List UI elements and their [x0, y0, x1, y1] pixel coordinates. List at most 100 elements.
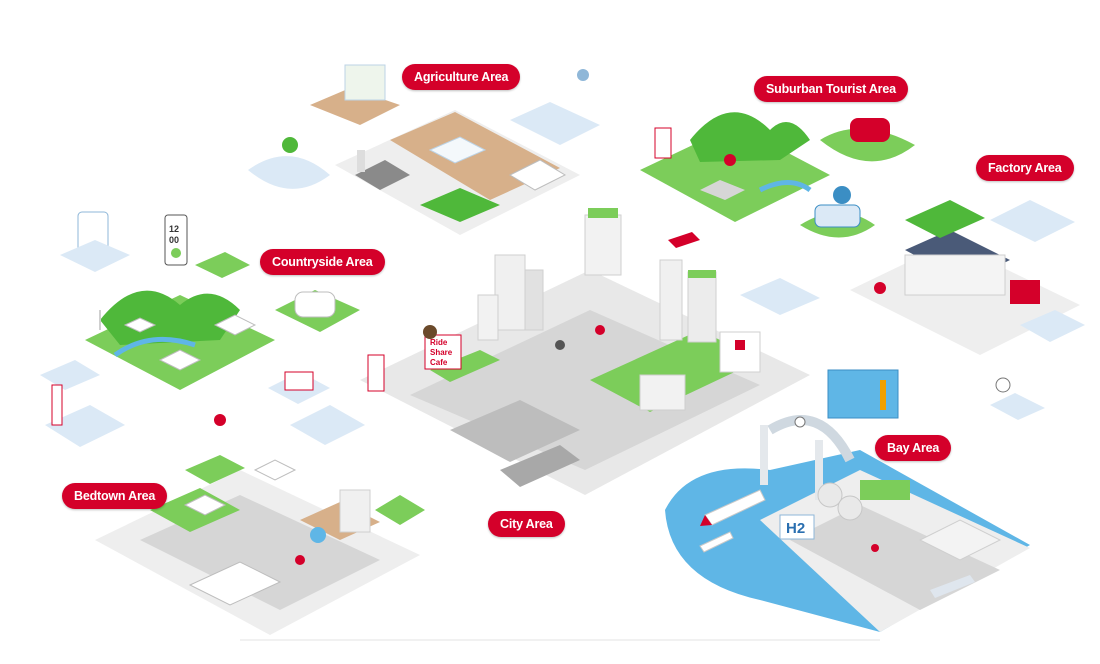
- label-suburban-tourist-area: Suburban Tourist Area: [754, 76, 908, 102]
- vertical-farm: [344, 64, 386, 101]
- kiosk-leaf-icon: [171, 248, 181, 258]
- label-bedtown-area: Bedtown Area: [62, 483, 168, 509]
- city-tower-3: [659, 259, 683, 341]
- countryside-river: [113, 336, 196, 358]
- mobility-service-vehicle: [294, 291, 336, 318]
- tourist-stream: [758, 180, 812, 193]
- tourist-field: [640, 125, 830, 222]
- ride-share-line-1: Ride: [430, 338, 448, 347]
- hydrogen-tank-2: [837, 495, 863, 521]
- small-boat: [699, 531, 734, 553]
- bedtown-shop: [188, 561, 282, 606]
- bay-vehicle: [871, 544, 879, 552]
- countryside-area-block: 12 00: [60, 211, 360, 390]
- home-care-panel: [45, 405, 125, 447]
- mobile-shop-pad: [820, 128, 915, 162]
- ride-share-cafe-sign: [424, 334, 462, 370]
- bay-worker: [880, 380, 886, 410]
- city-mall: [639, 374, 686, 411]
- left-side-panels: [40, 360, 365, 447]
- city-tower-4: [687, 271, 717, 343]
- ride-share-line-2: Share: [430, 348, 453, 357]
- cargo-ship: [704, 489, 766, 526]
- flying-car-icon: [668, 232, 700, 248]
- city-green-strip: [430, 350, 500, 382]
- factory-building: [904, 254, 1006, 296]
- city-park: [590, 330, 760, 412]
- label-agriculture-area: Agriculture Area: [402, 64, 521, 90]
- label-countryside-area: Countryside Area: [260, 249, 385, 275]
- silo: [357, 150, 365, 172]
- agri-robot-panel: [248, 156, 330, 189]
- bedtown-vehicle-red: [295, 555, 305, 565]
- remote-work-panel: [40, 360, 100, 390]
- bay-area-block: H2: [665, 369, 1030, 632]
- label-city-area: City Area: [488, 511, 565, 537]
- countryside-house-3: [213, 314, 257, 336]
- agriculture-warehouse: [355, 160, 410, 190]
- greenhouse: [428, 136, 487, 164]
- agriculture-area-block: [248, 64, 600, 235]
- ride-share-line-3: Cafe: [430, 358, 448, 367]
- factory-office-panel: [990, 200, 1075, 242]
- city-tower-1-side: [524, 269, 544, 331]
- bay-office-building: [918, 519, 1002, 561]
- drone-icon: [794, 416, 806, 428]
- suburban-tourist-area-block: [640, 112, 915, 238]
- city-tower-5: [477, 294, 499, 341]
- digital-twin-panel: [740, 278, 820, 315]
- label-bay-area: Bay Area: [875, 435, 952, 461]
- label-factory-area: Factory Area: [976, 155, 1074, 181]
- crop-rows: [420, 188, 500, 222]
- remote-service-panel: [290, 405, 365, 445]
- factory-area-block: [740, 200, 1085, 420]
- bay-bridge: [767, 415, 855, 463]
- vertical-farm-deck: [310, 88, 400, 125]
- tourist-shuttle: [724, 154, 736, 166]
- agri-lab-panel: [510, 102, 600, 145]
- fountain: [310, 527, 326, 543]
- city-area-block: Ride Share Cafe: [360, 208, 810, 495]
- tourist-road: [700, 180, 745, 200]
- bay-info-panel: [827, 369, 899, 419]
- countryside-hill: [100, 290, 240, 345]
- bridge-tower-left: [760, 425, 768, 485]
- agri-leaf-icon: [282, 137, 298, 153]
- factory-monitor-panel: [1020, 310, 1085, 342]
- city-vehicle-dark: [555, 340, 565, 350]
- entertainment-vehicle: [814, 204, 861, 228]
- hospital-building: [719, 331, 761, 373]
- factory-roof-garden: [905, 200, 985, 238]
- h2-sign-text: H2: [786, 520, 805, 537]
- clock-line-1: 12: [169, 224, 179, 234]
- countryside-house-2: [123, 317, 157, 333]
- city-digital-sign: [367, 354, 385, 392]
- telemedicine-panel: [60, 240, 130, 272]
- agri-pie-chart-icon: [577, 69, 589, 81]
- rooftop-garden-2: [688, 270, 716, 278]
- clock-kiosk: [164, 214, 188, 266]
- factory-robot-arm-panel: [1010, 280, 1040, 304]
- home-care-icons: [51, 384, 63, 426]
- bedtown-market: [185, 455, 245, 484]
- factory-security-panel: [990, 393, 1045, 420]
- bedtown-person: [214, 414, 226, 426]
- h2-station-sign: [779, 514, 815, 540]
- city-tower-1: [494, 254, 526, 331]
- bridge-tower-right: [815, 440, 823, 500]
- rooftop-garden: [588, 208, 618, 218]
- airplane: [930, 575, 975, 598]
- countryside-house-1: [158, 349, 202, 371]
- bedtown-area-block: [95, 414, 425, 635]
- bedtown-garden-table: [375, 495, 425, 525]
- city-tower-2: [584, 214, 622, 276]
- agriculture-barn: [508, 159, 567, 191]
- factory-vehicle: [874, 282, 886, 294]
- bay-greenery: [860, 480, 910, 500]
- countryside-farm-delivery: [195, 252, 250, 278]
- tourist-info-board: [654, 127, 672, 159]
- cargo-ship-bow: [700, 515, 712, 526]
- bedtown-house-2: [253, 459, 297, 481]
